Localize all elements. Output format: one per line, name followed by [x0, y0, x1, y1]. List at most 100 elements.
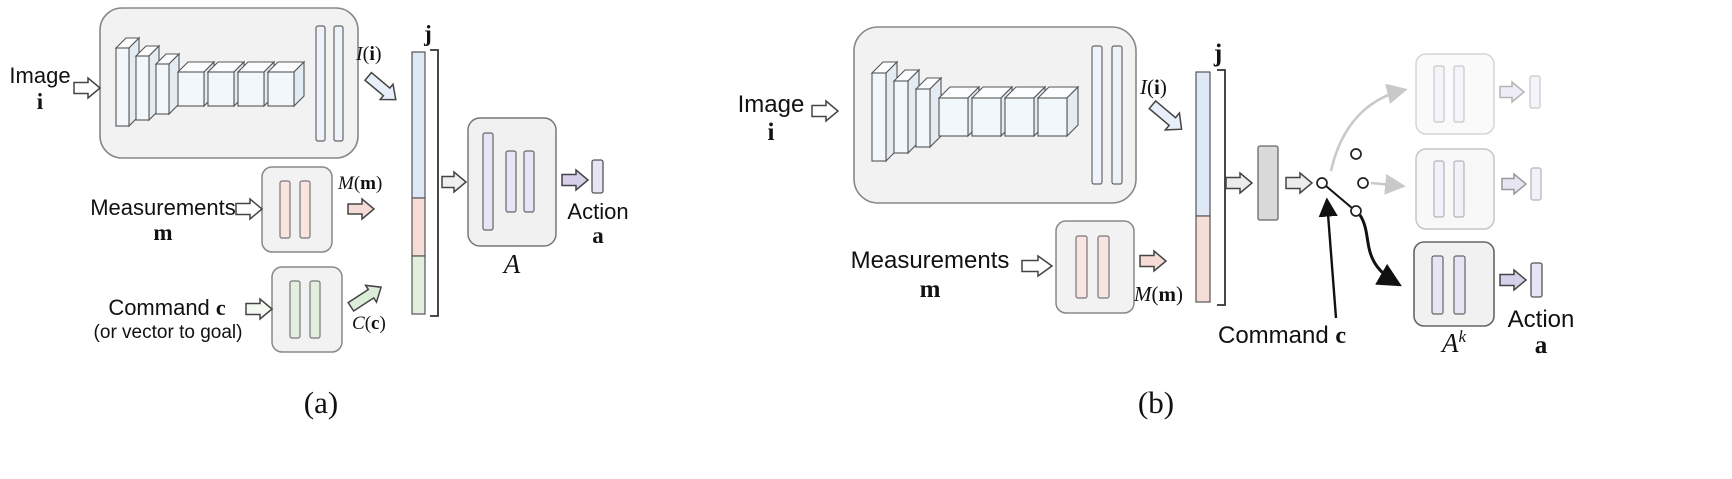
caption-b: (b) [1137, 385, 1175, 420]
measurement-features-arrow-a [347, 197, 376, 221]
measurement-features-label-a: M(m) [338, 173, 383, 195]
paren-open: ( [1147, 75, 1154, 99]
joint-var-label-a: j [424, 21, 432, 46]
action-module-label-a: A [503, 249, 521, 279]
action-branch-middle-faded [1415, 148, 1542, 230]
action-label-b: Action [1507, 306, 1575, 333]
fn-text: I [356, 43, 363, 65]
branch-switch [1316, 83, 1408, 287]
measurements-label-a: Measurements [90, 195, 236, 220]
var-text: i [1154, 75, 1160, 99]
fn-text: M [338, 173, 354, 194]
branch-curve-selected [1358, 214, 1402, 287]
joint-vector-a [411, 51, 426, 315]
paren-open: ( [353, 173, 361, 194]
measurement-input-arrow-b [1021, 254, 1054, 278]
image-label-a: Image [9, 63, 71, 88]
paren-close: ) [374, 43, 382, 65]
fn-text: M [1134, 282, 1152, 306]
image-features-label-a: I(i) [356, 43, 382, 66]
paren-open: ( [1151, 282, 1159, 306]
image-var-b: i [767, 119, 775, 146]
action-output-bar-b [1530, 262, 1543, 298]
action-var-a: a [592, 223, 604, 248]
fc-to-switch-arrow-b [1285, 171, 1314, 195]
joint-to-fc-arrow-b [1225, 171, 1254, 195]
conv-stack-a [114, 36, 306, 128]
joint-vector-bracket-a [430, 49, 439, 317]
intermediate-fc-bar-b [1257, 145, 1279, 221]
image-features-arrow-b [1148, 99, 1183, 131]
panel-b-graphics [811, 26, 1543, 327]
switch-contact-middle [1357, 177, 1369, 189]
action-output-arrow-b [1499, 268, 1528, 292]
command-text: Command [1218, 322, 1329, 349]
command-label-b: Command c [1218, 323, 1346, 350]
paren-close: ) [375, 173, 383, 194]
action-var-b: a [1534, 332, 1548, 359]
module-base: A [1441, 328, 1459, 358]
joint-to-action-arrow-a [441, 170, 468, 194]
action-module-a [467, 117, 557, 247]
action-branch-top-faded [1415, 53, 1541, 135]
var-text: m [1158, 282, 1177, 306]
measurement-features-label-b: M(m) [1134, 283, 1183, 307]
paren-close: ) [1176, 282, 1183, 306]
action-output-bar-a [591, 159, 604, 194]
switch-lever [1325, 185, 1353, 209]
image-features-label-b: I(i) [1140, 76, 1167, 100]
paren-open: ( [364, 313, 372, 334]
branch-curve-top-faded [1329, 83, 1408, 172]
command-select-arrow [1318, 197, 1338, 319]
action-output-arrow-a [561, 168, 590, 192]
caption-a: (a) [303, 385, 339, 420]
measurements-var-a: m [153, 220, 173, 245]
joint-var-label-b: j [1213, 40, 1223, 67]
command-var: c [1335, 323, 1347, 349]
paren-close: ) [1159, 75, 1167, 99]
command-var: c [215, 295, 226, 320]
joint-vector-b [1195, 71, 1211, 303]
cnn-encoder-b [853, 26, 1137, 204]
fc-layer-bars-b [1091, 45, 1123, 185]
measurement-module-a [261, 166, 333, 253]
module-superscript: k [1458, 327, 1467, 346]
paren-close: ) [379, 313, 386, 334]
measurements-var-b: m [919, 276, 941, 303]
var-text: c [371, 313, 380, 334]
measurements-label-b: Measurements [850, 247, 1010, 274]
action-module-selected-b [1413, 241, 1495, 327]
command-note-a: (or vector to goal) [93, 322, 243, 343]
cnn-encoder-a [99, 7, 359, 159]
command-input-arrow-a [245, 297, 274, 321]
fn-text: C [352, 313, 365, 334]
measurement-module-b [1055, 220, 1135, 314]
command-text: Command [108, 295, 210, 320]
fn-text: I [1140, 75, 1147, 99]
panel-a-graphics [73, 7, 604, 353]
command-module-a [271, 266, 343, 353]
switch-contact-top [1350, 148, 1362, 160]
image-label-b: Image [737, 91, 805, 118]
measurement-input-arrow-a [235, 197, 264, 221]
switch-contact-bottom [1350, 205, 1362, 217]
image-features-arrow-a [363, 71, 397, 101]
switch-pivot [1316, 177, 1328, 189]
branch-arrow-middle-faded [1370, 174, 1406, 195]
conv-stack-b [870, 60, 1080, 163]
command-features-label-a: C(c) [352, 313, 386, 335]
action-label-a: Action [567, 199, 629, 224]
action-module-label-b: Ak [1412, 327, 1496, 358]
measurement-features-arrow-b [1139, 249, 1168, 273]
command-label-a: Command c [92, 296, 242, 320]
paren-open: ( [362, 43, 370, 65]
command-features-arrow-a [347, 284, 383, 313]
fc-layer-bars-a [315, 25, 344, 142]
var-text: i [369, 43, 375, 65]
image-input-arrow-b [811, 99, 840, 123]
joint-vector-bracket-b [1217, 69, 1226, 306]
image-var-a: i [36, 89, 44, 114]
var-text: m [360, 173, 376, 194]
